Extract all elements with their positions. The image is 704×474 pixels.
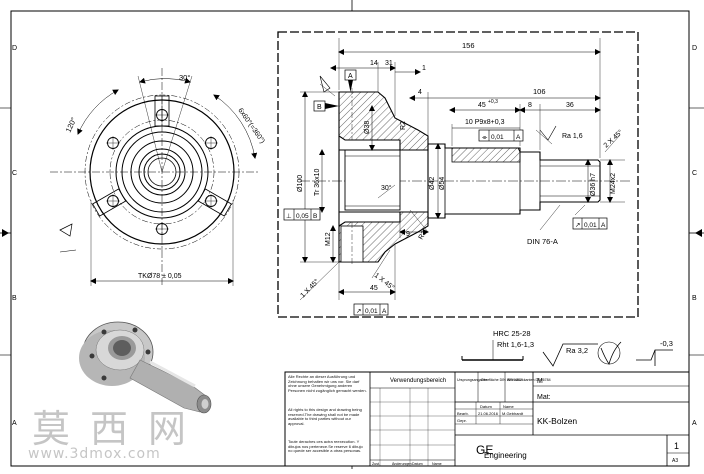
tb-m: M [537, 378, 543, 385]
watermark-cn1: 莫 [32, 407, 73, 451]
zone-d-left: D [12, 45, 17, 52]
dim-120-deg: 120° [64, 116, 79, 134]
chamfer-1: 1 X 45° [299, 277, 321, 299]
tb-rev-zust: Zust. [372, 462, 380, 466]
tol-symmetry-ref: A [516, 134, 521, 141]
dim-d54: Ø54 [439, 177, 446, 190]
dim-m24: M24x2 [610, 173, 617, 194]
watermark-cn2: 西 [90, 407, 129, 451]
tb-rev-name: Name [432, 462, 442, 466]
tb-gepr-label: Gepr. [457, 418, 467, 423]
tb-col2: Oberfläche DIN ISO 1302 [481, 378, 522, 382]
datum-a: A [348, 73, 353, 80]
tb-col1: Ursprungsangaben [457, 378, 488, 382]
zone-c-left: C [12, 170, 17, 177]
note-minus03: -0,3 [660, 339, 673, 348]
tol-flatness-ref: B [313, 213, 317, 220]
dim-d36h7: Ø36 h7 [590, 173, 597, 196]
runout-icon: ↗ [575, 222, 580, 229]
tb-date: 21.06.2016 [478, 411, 499, 416]
tb-name: M.Gebhardt [502, 411, 524, 416]
dim-36: 36 [566, 102, 574, 109]
section-view [283, 38, 630, 316]
notice-spanish: Toute deraches ces actra reexecution. Y … [288, 439, 363, 454]
dim-45-bottom: 45 [370, 285, 378, 292]
dim-r2: R2 [400, 121, 407, 130]
dim-d42: Ø42 [429, 177, 436, 190]
tb-logo: GE [476, 443, 493, 457]
tol-bottom-ref: A [382, 308, 387, 315]
dim-106: 106 [533, 87, 546, 96]
title-block [284, 371, 690, 467]
tb-verwendung: Verwendungsbereich [390, 378, 446, 384]
datum-b: B [317, 104, 322, 111]
watermark-cn3: 网 [148, 407, 187, 451]
dim-9: 9 [406, 231, 410, 238]
dim-4: 4 [418, 89, 422, 96]
end-view [50, 68, 260, 286]
notice-german: Alle Rechte an dieser Ausführung und Zei… [288, 374, 367, 393]
tb-title: KK-Bolzen [537, 416, 577, 426]
dim-r3: R3 [418, 230, 429, 241]
flatness-icon: ⊥ [286, 213, 292, 220]
tol-flatness: 0,05 [296, 213, 309, 220]
symmetry-icon: ⌯ [482, 134, 488, 141]
zone-d-right: D [692, 45, 697, 52]
tb-rev-aend: Änderungen [392, 462, 412, 466]
dim-thread-tr: Tr 36x10 [314, 169, 321, 196]
dim-14: 14 [370, 60, 378, 67]
dim-m12: M12 [325, 232, 332, 246]
tb-company: Engineering [484, 451, 527, 460]
iso-view [79, 321, 212, 414]
dim-31: 31 [385, 60, 393, 67]
tb-mat: Mat: [537, 394, 551, 401]
tb-bearb-label: Bearb. [457, 411, 469, 416]
note-rht: Rht 1,6-1,3 [497, 340, 534, 349]
dim-1: 1 [422, 65, 426, 72]
dim-45: 45 [478, 102, 486, 109]
tb-name-label: Name [503, 404, 514, 409]
dim-d100: Ø100 [297, 175, 304, 192]
tol-bottom: 0,01 [365, 308, 378, 315]
dim-8: 8 [528, 102, 532, 109]
runout-icon-bottom: ↗ [356, 308, 361, 315]
chamfer-top: 2 X 45° [602, 128, 625, 149]
tb-datum-label: Datum [480, 404, 492, 409]
zone-a-right: A [692, 420, 697, 427]
dim-keyway: 10 P9x8+0,3 [465, 119, 505, 126]
zone-a-left: A [12, 420, 17, 427]
tol-runout-ref: A [601, 222, 606, 229]
din-76a: DIN 76-A [527, 237, 558, 246]
tb-col3: Werkstückkanten DIN 6784 [507, 378, 551, 382]
zone-b-left: B [12, 295, 17, 302]
note-hrc: HRC 25-28 [493, 329, 531, 338]
tol-runout: 0,01 [584, 222, 597, 229]
dim-30deg-section: 30° [381, 184, 392, 192]
dim-tk: TKØ78 ± 0,05 [138, 273, 182, 280]
notice-english: All rights to this design and drawing be… [288, 407, 362, 426]
zone-c-right: C [692, 170, 697, 177]
zone-b-right: B [692, 295, 697, 302]
note-ra32: Ra 3,2 [566, 346, 588, 355]
section-frame [277, 31, 639, 318]
tb-sheet-no: 1 [674, 441, 679, 451]
tb-size: A3 [672, 458, 678, 464]
tb-rev-datum: Datum [412, 462, 423, 466]
roughness-ra16: Ra 1,6 [562, 133, 583, 140]
watermark-url: www.3dmox.com [28, 446, 161, 462]
tol-symmetry: 0,01 [491, 134, 504, 141]
dim-d38: Ø38 [364, 121, 371, 134]
dim-45-tol: +0,3 [488, 99, 498, 105]
dim-156: 156 [462, 41, 475, 50]
dim-hole-pattern: 6x60°(=360°) [236, 107, 266, 145]
dim-30-deg: 30° [179, 73, 190, 82]
